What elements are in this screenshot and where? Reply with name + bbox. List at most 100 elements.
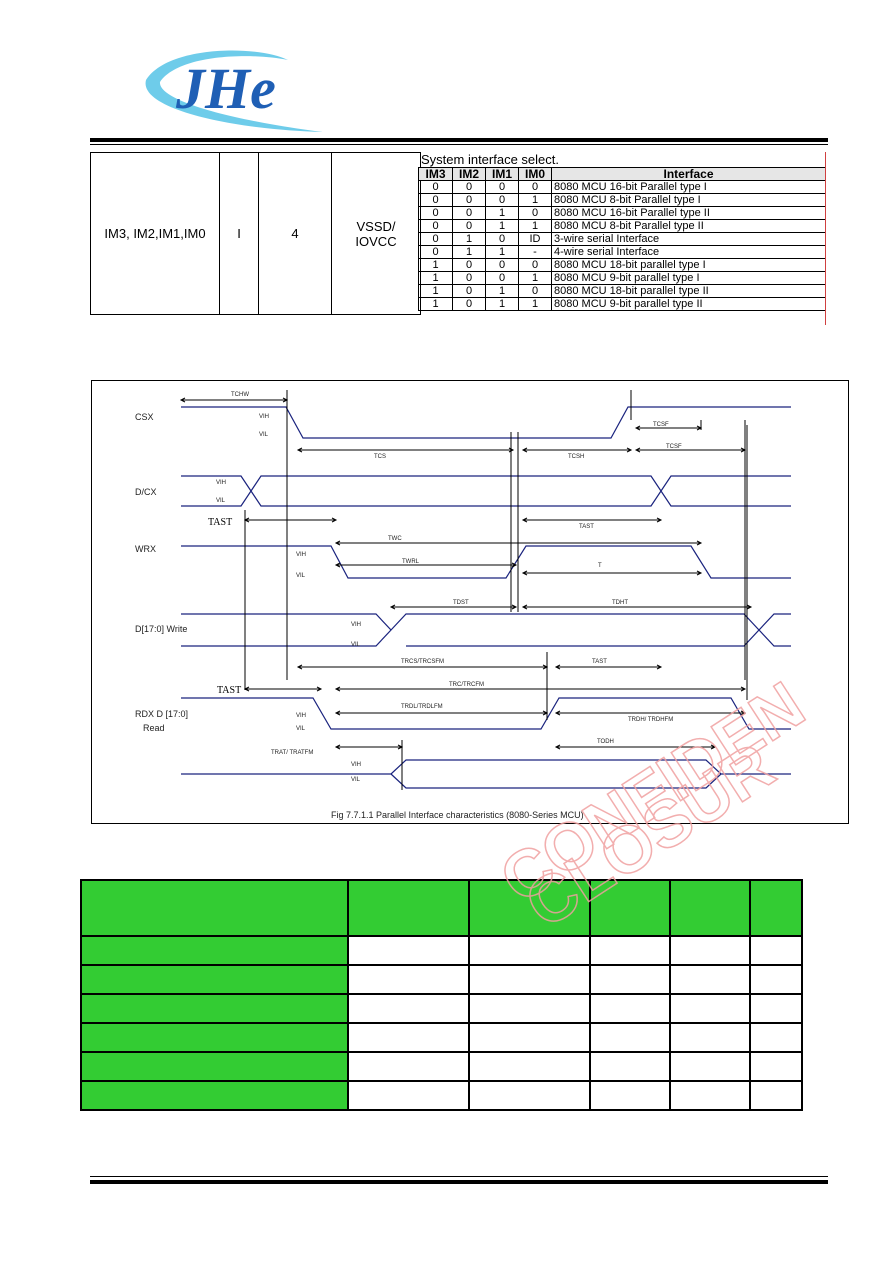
dcx-wave <box>181 475 791 507</box>
signal-label-read: Read <box>143 723 165 733</box>
interface-bit-cell: 1 <box>452 232 486 246</box>
arrow-tchw <box>179 397 289 403</box>
arrow-tcs <box>296 447 515 453</box>
arrow-tast-rd <box>243 686 323 692</box>
spec-cell <box>589 1022 671 1053</box>
spec-header-cell <box>347 879 470 937</box>
interface-bit-cell: 0 <box>518 284 552 298</box>
param-label-twrl: TWRL <box>402 559 420 565</box>
interface-bit-cell: 1 <box>485 284 519 298</box>
param-label-tdht: TDHT <box>612 600 628 606</box>
spec-cell <box>749 1080 803 1111</box>
param-label-tchw: TCHW <box>231 392 249 398</box>
pin-power: VSSD/ IOVCC <box>331 152 421 315</box>
interface-bit-cell: 0 <box>485 193 519 207</box>
footer-rule <box>90 1180 828 1184</box>
pin-count: 4 <box>258 152 332 315</box>
spec-row <box>80 879 803 937</box>
arrow-tast <box>243 517 338 523</box>
interface-name-cell: 8080 MCU 9-bit parallel type I <box>551 271 826 285</box>
interface-bit-cell: 0 <box>485 258 519 272</box>
spec-cell <box>589 1051 671 1082</box>
spec-cell <box>749 1022 803 1053</box>
arrow-trdl <box>334 710 549 716</box>
col-im1: IM1 <box>485 167 519 181</box>
spec-cell <box>80 993 349 1024</box>
arrow-trc <box>334 686 747 692</box>
interface-bit-cell: 1 <box>418 297 453 311</box>
spec-cell <box>347 964 470 995</box>
rdx-wave <box>181 697 791 730</box>
signal-label-dwrite: D[17:0] Write <box>135 624 187 634</box>
interface-bit-cell: 1 <box>485 206 519 220</box>
interface-bit-cell: 0 <box>518 180 552 194</box>
pin-power-line2: IOVCC <box>355 233 397 249</box>
vil-label: VIL <box>296 573 306 579</box>
pin-io: I <box>219 152 259 315</box>
arrow-trat <box>334 744 404 750</box>
interface-bit-cell: 1 <box>518 193 552 207</box>
arrow-twrl <box>334 562 518 568</box>
vih-label: VIH <box>296 713 306 719</box>
spec-row <box>80 1051 803 1082</box>
spec-cell <box>749 1051 803 1082</box>
spec-row <box>80 993 803 1024</box>
param-label-tcsh: TCSH <box>568 454 584 460</box>
pin-name: IM3, IM2,IM1,IM0 <box>90 152 220 315</box>
arrow-trdh <box>554 710 747 716</box>
pin-table: IM3, IM2,IM1,IM0 I 4 VSSD/ IOVCC <box>90 152 421 315</box>
signal-label-dcx: D/CX <box>135 487 157 497</box>
spec-cell <box>80 1022 349 1053</box>
spec-cell <box>749 993 803 1024</box>
spec-row <box>80 964 803 995</box>
interface-bit-cell: 0 <box>452 271 486 285</box>
interface-select-block: System interface select. IM3 IM2 IM1 IM0… <box>418 152 826 311</box>
param-label-tcsf: TCSF <box>653 422 669 428</box>
spec-cell <box>669 964 751 995</box>
interface-bit-cell: 0 <box>452 219 486 233</box>
interface-bit-cell: 1 <box>485 297 519 311</box>
param-label-tdst: TDST <box>453 600 469 606</box>
interface-bit-cell: 1 <box>485 219 519 233</box>
interface-name-cell: 8080 MCU 9-bit parallel type II <box>551 297 826 311</box>
interface-bit-cell: 0 <box>485 232 519 246</box>
param-label-t: T <box>598 563 602 569</box>
spec-cell <box>589 993 671 1024</box>
param-label-twc: TWC <box>388 536 402 542</box>
vil-label: VIL <box>351 642 361 648</box>
spec-cell <box>347 993 470 1024</box>
param-label-tast2: TAST <box>579 524 594 530</box>
timing-caption: Fig 7.7.1.1 Parallel Interface character… <box>331 810 584 820</box>
interface-bit-cell: - <box>518 245 552 259</box>
param-label-tcs: TCS <box>374 454 386 460</box>
interface-bit-cell: 0 <box>452 180 486 194</box>
dwrite-wave <box>181 613 791 647</box>
spec-cell <box>468 1080 591 1111</box>
param-label-trdl: TRDL/TRDLFM <box>401 704 443 710</box>
signal-label-csx: CSX <box>135 412 154 422</box>
interface-bit-cell: 0 <box>452 297 486 311</box>
csx-wave <box>181 406 791 439</box>
spec-cell <box>468 993 591 1024</box>
spec-cell <box>80 964 349 995</box>
arrow-tcsh <box>521 447 633 453</box>
tast-label: TAST <box>208 517 232 528</box>
interface-name-cell: 3-wire serial Interface <box>551 232 826 246</box>
spec-cell <box>669 935 751 966</box>
interface-name-cell: 8080 MCU 16-bit Parallel type II <box>551 206 826 220</box>
interface-bit-cell: 0 <box>452 284 486 298</box>
interface-name-cell: 8080 MCU 16-bit Parallel type I <box>551 180 826 194</box>
spec-cell <box>347 1080 470 1111</box>
interface-bit-cell: 0 <box>418 232 453 246</box>
spec-row <box>80 1080 803 1111</box>
interface-bit-cell: 0 <box>418 245 453 259</box>
spec-cell <box>669 1051 751 1082</box>
interface-bit-cell: 0 <box>518 258 552 272</box>
arrow-t <box>521 570 703 576</box>
spec-cell <box>80 1080 349 1111</box>
interface-name-cell: 8080 MCU 18-bit parallel type I <box>551 258 826 272</box>
